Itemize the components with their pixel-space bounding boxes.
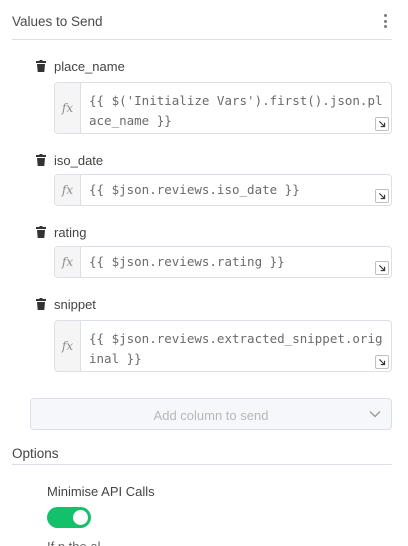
more-options-icon[interactable] bbox=[380, 14, 390, 28]
trash-icon[interactable] bbox=[36, 154, 46, 166]
toggle-knob bbox=[73, 510, 88, 525]
trash-icon[interactable] bbox=[36, 60, 46, 72]
field-iso-date: iso_date fx {{ $json.reviews.iso_date }} bbox=[36, 152, 392, 206]
expand-icon[interactable] bbox=[375, 261, 389, 275]
field-label: rating bbox=[54, 224, 87, 240]
options-title: Options bbox=[12, 446, 59, 461]
add-column-select[interactable]: Add column to send bbox=[30, 398, 392, 430]
expression-input[interactable]: fx {{ $json.reviews.extracted_snippet.or… bbox=[54, 320, 392, 372]
expand-icon[interactable] bbox=[375, 189, 389, 203]
trash-icon[interactable] bbox=[36, 298, 46, 310]
field-snippet: snippet fx {{ $json.reviews.extracted_sn… bbox=[36, 296, 392, 372]
fx-icon: fx bbox=[55, 247, 81, 277]
field-rating: rating fx {{ $json.reviews.rating }} bbox=[36, 224, 392, 278]
field-place-name: place_name fx {{ $('Initialize Vars').fi… bbox=[36, 58, 392, 134]
values-to-send-header: Values to Send bbox=[12, 0, 392, 40]
minimise-api-calls-label: Minimise API Calls bbox=[47, 484, 155, 499]
expand-icon[interactable] bbox=[375, 117, 389, 131]
fx-icon: fx bbox=[55, 83, 81, 133]
chevron-down-icon bbox=[369, 411, 381, 418]
expression-input[interactable]: fx {{ $json.reviews.rating }} bbox=[54, 246, 392, 278]
section-title: Values to Send bbox=[12, 14, 103, 29]
expression-text: {{ $json.reviews.extracted_snippet.origi… bbox=[89, 331, 383, 366]
expression-text: {{ $json.reviews.iso_date }} bbox=[89, 182, 300, 197]
minimise-api-calls-toggle[interactable] bbox=[47, 507, 91, 528]
fx-icon: fx bbox=[55, 321, 81, 371]
expression-input[interactable]: fx {{ $json.reviews.iso_date }} bbox=[54, 174, 392, 206]
field-label: snippet bbox=[54, 296, 96, 312]
add-column-placeholder: Add column to send bbox=[153, 408, 269, 423]
expand-icon[interactable] bbox=[375, 355, 389, 369]
expression-text: {{ $('Initialize Vars').first().json.pla… bbox=[89, 93, 383, 128]
trash-icon[interactable] bbox=[36, 226, 46, 238]
option-description: If n the al bbox=[47, 540, 100, 546]
options-header: Options bbox=[12, 436, 392, 465]
field-label: place_name bbox=[54, 58, 125, 74]
field-label: iso_date bbox=[54, 152, 104, 168]
expression-input[interactable]: fx {{ $('Initialize Vars').first().json.… bbox=[54, 82, 392, 134]
fx-icon: fx bbox=[55, 175, 81, 205]
expression-text: {{ $json.reviews.rating }} bbox=[89, 254, 285, 269]
